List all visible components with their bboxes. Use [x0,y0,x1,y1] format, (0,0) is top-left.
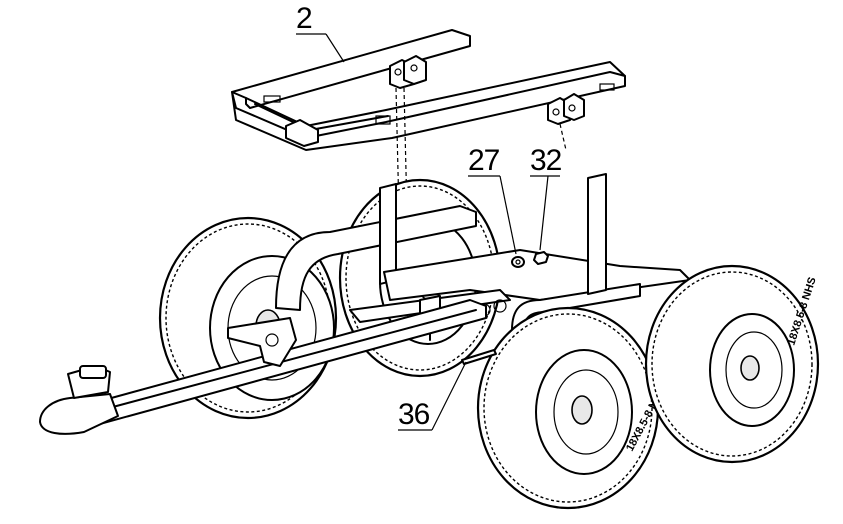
callout-label-27: 27 [468,144,500,177]
callout-label-36: 36 [398,398,430,431]
callout-32: 32 [530,144,563,251]
callout-label-2: 2 [296,2,312,35]
wheel-rear-right: 18X8.5-8 NHS [644,264,820,464]
top-rack-frame [231,29,626,256]
callout-2: 2 [296,2,345,63]
chassis [275,173,691,341]
callout-label-32: 32 [530,144,562,177]
wheel-front-right: 18X8.5-8 NHS [476,306,668,510]
pin [461,349,497,365]
hitch-coupler [39,365,119,435]
callout-36: 36 [398,361,467,431]
washer [511,256,525,268]
drawbar [59,299,487,431]
nut [533,251,549,265]
callout-27: 27 [468,144,517,255]
